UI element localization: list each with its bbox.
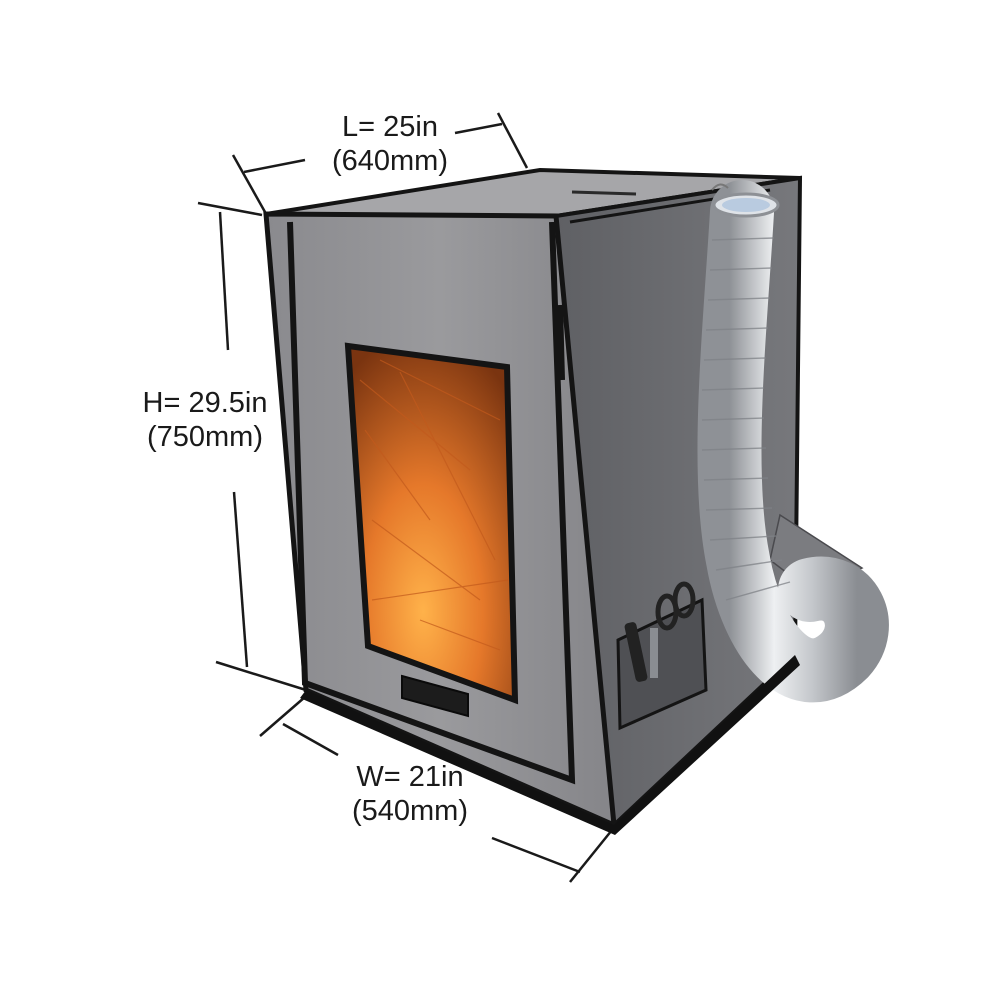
exhaust-duct xyxy=(697,180,889,703)
dimension-lines xyxy=(197,112,613,883)
tools-in-pocket xyxy=(624,581,696,682)
door-zipper xyxy=(287,221,576,785)
viewing-window xyxy=(344,342,519,705)
length-imperial: L= 25in xyxy=(342,111,438,143)
width-metric: (540mm) xyxy=(351,795,468,827)
width-dimension-label: W= 21in (540mm) xyxy=(320,760,500,828)
width-imperial: W= 21in xyxy=(356,761,464,793)
length-metric: (640mm) xyxy=(331,145,448,177)
height-metric: (750mm) xyxy=(146,421,263,453)
height-dimension-label: H= 29.5in (750mm) xyxy=(120,386,290,454)
handle-strap xyxy=(401,674,469,718)
height-imperial: H= 29.5in xyxy=(142,387,268,419)
length-dimension-label: L= 25in (640mm) xyxy=(300,110,480,178)
